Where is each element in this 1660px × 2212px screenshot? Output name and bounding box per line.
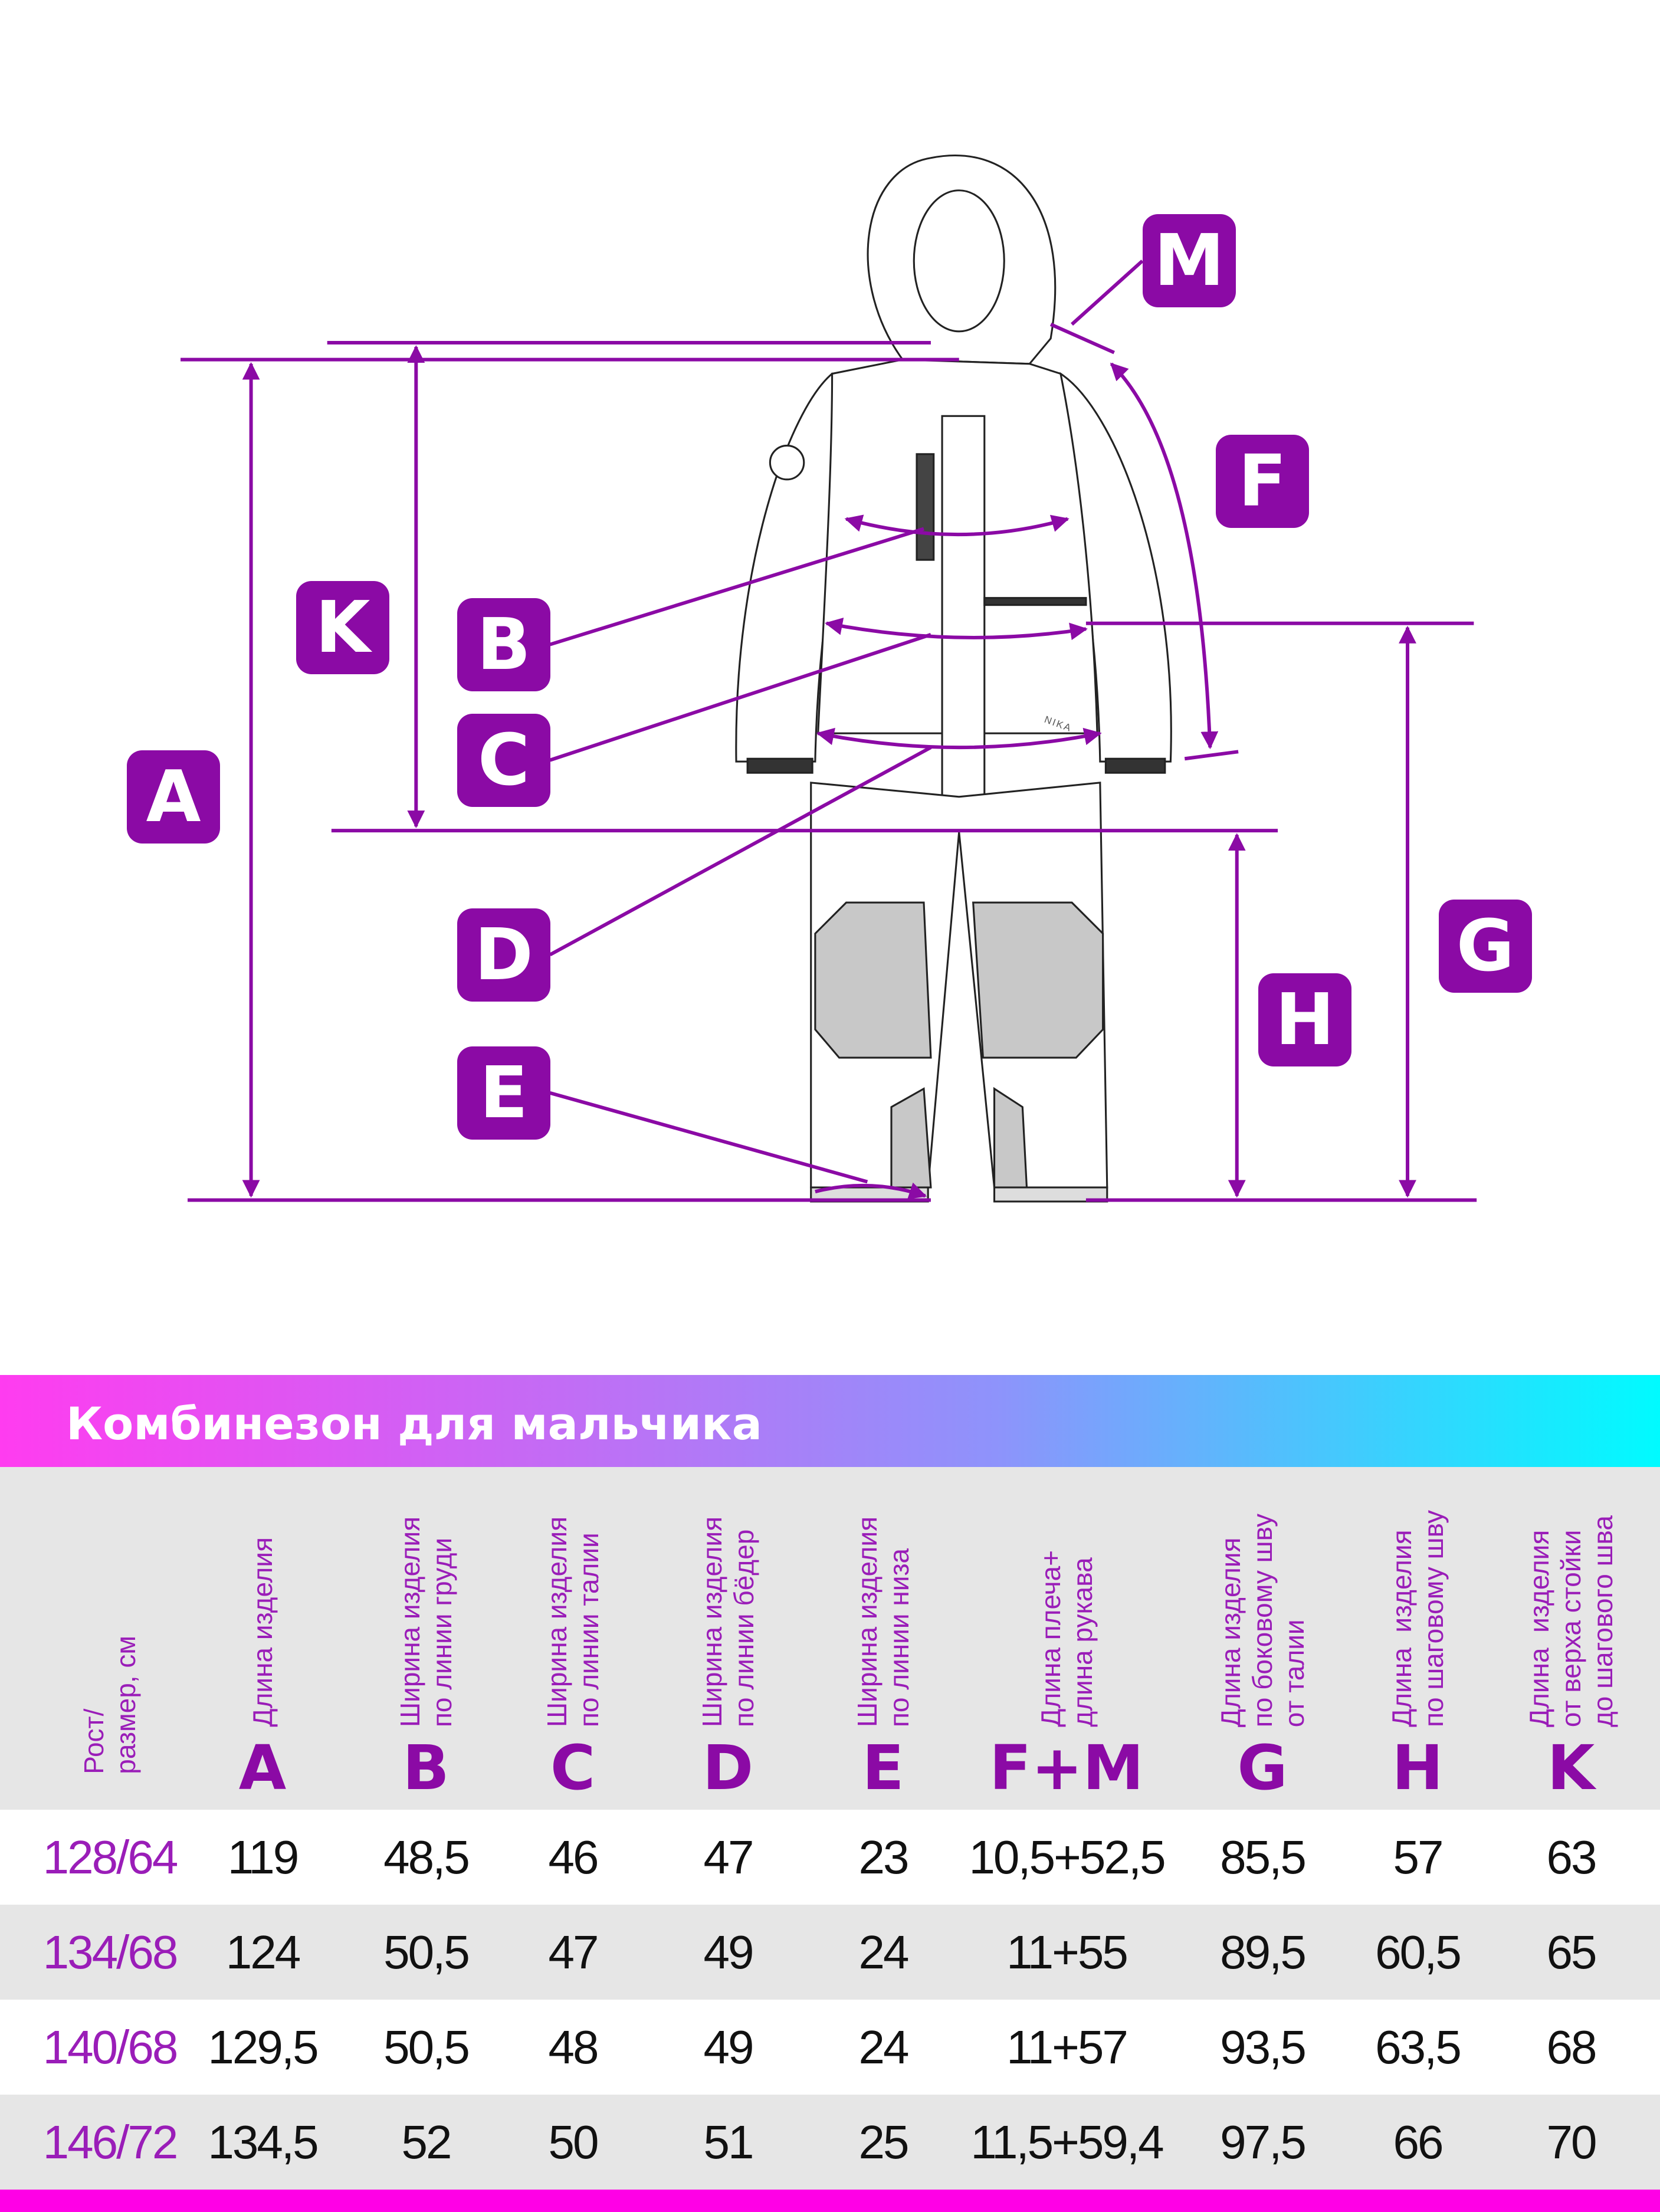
column-header-text: Рост/ размер, см: [78, 1636, 141, 1774]
measurement-cell: 85,5: [1220, 1831, 1307, 1883]
table-title-bar: Комбинезон для мальчика: [0, 1375, 1660, 1467]
size-cell: 140/68: [42, 2021, 179, 2073]
column-header-text: Ширина изделия по линии талии: [542, 1516, 604, 1727]
column-header-text: Длина изделия по шаговому шву: [1386, 1510, 1449, 1727]
label-c: C: [457, 714, 550, 807]
label-m: M: [1143, 214, 1236, 307]
measurement-cell: 57: [1393, 1831, 1444, 1883]
table-row: 140/68 129,5 50,5 48 49 24 11+57 93,5 63,5 68: [0, 2000, 1660, 2095]
measurement-cell: 49: [703, 2021, 754, 2073]
column-header-letter: G: [1237, 1732, 1288, 1804]
measurement-cell: 124: [225, 1926, 301, 1978]
measurement-cell: 11,5+59,4: [970, 2116, 1164, 2168]
measurement-cell: 60,5: [1375, 1926, 1462, 1978]
table-row: 146/72 134,5 52 50 51 25 11,5+59,4 97,5 66 70: [0, 2095, 1660, 2190]
table-row: 134/68 124 50,5 47 49 24 11+55 89,5 60,5 65: [0, 1905, 1660, 2000]
measurement-cell: 24: [858, 1926, 910, 1978]
measurement-cell: 63: [1546, 1831, 1597, 1883]
measurement-cell: 10,5+52,5: [969, 1831, 1166, 1883]
measurement-cell: 134,5: [208, 2116, 319, 2168]
column-header-text: Длина изделия по боковому шву от талии: [1215, 1513, 1310, 1727]
column-header-text: Ширина изделия по линии бёдер: [697, 1516, 759, 1727]
measurement-cell: 48,5: [383, 1831, 470, 1883]
measurement-cell: 46: [548, 1831, 599, 1883]
measurement-cell: 23: [858, 1831, 910, 1883]
size-cell: 128/64: [42, 1831, 179, 1883]
measurement-cell: 52: [401, 2116, 452, 2168]
column-header-text: Ширина изделия по линии груди: [395, 1516, 457, 1727]
measurement-diagram: NIKA M F K B C A D G H E: [127, 155, 1532, 1203]
measurement-cell: 25: [858, 2116, 910, 2168]
size-cell: 134/68: [42, 1926, 179, 1978]
measurement-cell: 93,5: [1220, 2021, 1307, 2073]
label-b: B: [457, 598, 550, 691]
size-cell: 146/72: [42, 2116, 179, 2168]
column-header-letter: B: [402, 1732, 450, 1804]
measurement-cell: 11+57: [1006, 2021, 1128, 2073]
measurement-cell: 119: [227, 1831, 300, 1883]
measurement-lines: [181, 260, 1477, 1202]
measurement-cell: 11+55: [1006, 1926, 1128, 1978]
column-header-letter: K: [1547, 1732, 1595, 1804]
column-header-text: Длина изделия: [247, 1537, 278, 1727]
measurement-cell: 51: [703, 2116, 754, 2168]
label-f: F: [1216, 435, 1309, 528]
label-h: H: [1258, 973, 1351, 1066]
measurement-cell: 49: [703, 1926, 754, 1978]
column-header-letter: D: [702, 1732, 754, 1804]
bottom-bar: [0, 2190, 1660, 2212]
overall-sketch: NIKA: [181, 155, 1477, 1203]
column-header-letter: A: [238, 1732, 287, 1804]
measurement-cell: 68: [1546, 2021, 1597, 2073]
measurement-cell: 97,5: [1220, 2116, 1307, 2168]
measurement-cell: 70: [1546, 2116, 1597, 2168]
label-e: E: [457, 1046, 550, 1140]
column-header-text: Длина плеча+ длина рукава: [1035, 1550, 1098, 1727]
measurement-cell: 47: [548, 1926, 599, 1978]
measurement-cell: 47: [703, 1831, 754, 1883]
label-a: A: [127, 750, 220, 844]
measurement-cell: 63,5: [1375, 2021, 1462, 2073]
column-header-letter: C: [550, 1732, 596, 1804]
measurement-cell: 24: [858, 2021, 910, 2073]
measurement-cell: 50: [548, 2116, 599, 2168]
table-title: Комбинезон для мальчика: [66, 1397, 762, 1450]
label-k: K: [296, 581, 389, 674]
measurement-cell: 66: [1393, 2116, 1444, 2168]
label-g: G: [1439, 900, 1532, 993]
column-header-letter: H: [1392, 1732, 1444, 1804]
column-header-text: Длина изделия от верха стойки до шаговог…: [1524, 1515, 1618, 1727]
measurement-cell: 129,5: [208, 2021, 319, 2073]
table-row: 128/64 119 48,5 46 47 23 10,5+52,5 85,5 57 63: [0, 1810, 1660, 1905]
column-header-text: Ширина изделия по линии низа: [852, 1516, 914, 1727]
measurement-cell: 48: [548, 2021, 599, 2073]
column-header-letter: F+M: [989, 1732, 1144, 1804]
column-header-letter: E: [862, 1732, 904, 1804]
measurement-cell: 50,5: [383, 2021, 470, 2073]
measurement-cell: 50,5: [383, 1926, 470, 1978]
label-d: D: [457, 908, 550, 1002]
measurement-cell: 65: [1546, 1926, 1597, 1978]
measurement-cell: 89,5: [1220, 1926, 1307, 1978]
